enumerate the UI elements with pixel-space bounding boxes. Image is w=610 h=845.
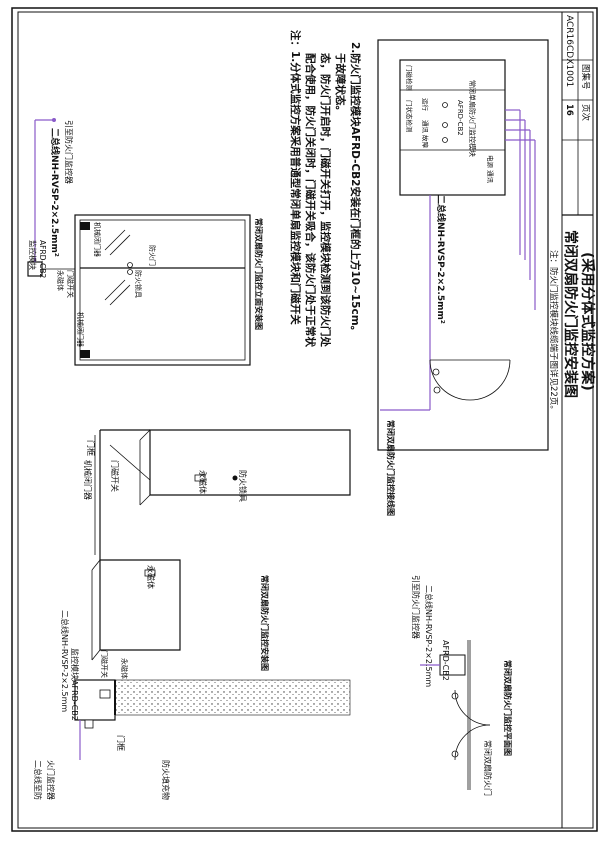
elevation-closer-left: 机械闭门器 — [76, 312, 85, 347]
atlas-value: ACR16CDX1001 — [564, 15, 574, 87]
title-line2: (采用分体式监控方案) — [579, 252, 596, 391]
title-line1: 常闭双扇防火门监控安装图 — [562, 230, 579, 398]
notes-block: 注：1.分体式监控方案采用普通型常闭单扇监控模块和门磁开关 配合使用，防火门关闭… — [289, 30, 362, 347]
page-value: 16 — [564, 104, 574, 116]
section-drawing — [74, 679, 351, 760]
section-to-monitor1: 二总线至防 — [33, 760, 43, 800]
outer-frame — [11, 7, 598, 832]
elevation-module-a: 监控模块 — [28, 240, 38, 270]
elevation-drawing — [27, 118, 251, 366]
iso-caption: 常闭双扇防火门监控安装图 — [260, 575, 270, 671]
plan-door: 常闭双扇防火门 — [483, 740, 493, 796]
wiring-cable: 二总线NH-RVSP-2×2.5mm² — [435, 195, 447, 324]
iso-magnet2: 永磁体 — [146, 565, 156, 589]
section-magnet: 永磁体 — [120, 658, 129, 679]
title-block: ACR16CDX1001 图集号 16 页次 常闭双扇防火门监控安装图 (采用分… — [561, 11, 596, 829]
wiring-drawing — [377, 39, 549, 451]
note-line2: 配合使用，防火门关闭时，门磁开关吸合，该防火门处于正常状 — [304, 53, 317, 347]
wiring-module-title2: 常闭单扇防火门监控模块 — [468, 80, 477, 157]
wiring-term-comm: 通讯 — [421, 120, 430, 134]
wiring-term-door-status: 门状态检测 — [405, 100, 414, 133]
note-line4: 于故障状态。 — [334, 53, 347, 116]
note-line1: 注：1.分体式监控方案采用普通型常闭单扇监控模块和门磁开关 — [289, 30, 302, 325]
elevation-cable-dest: 引至防火门监控器 — [64, 120, 74, 184]
section-module: 监控模块AFRD-CB2 — [70, 648, 80, 721]
section-cable: 二总线NH-RVSP-2×2.5mm — [60, 610, 70, 712]
elevation-fire-door: 防火门 — [148, 245, 157, 266]
plan-cable: 二总线NH-RVSP-2×2.5mm — [424, 585, 434, 687]
iso-lock: 防火锁具 — [238, 470, 248, 502]
section-to-monitor2: 火门监控器 — [46, 760, 56, 800]
wiring-term-door: 门磁检测 — [405, 65, 414, 92]
plan-drawing — [420, 640, 491, 790]
elevation-magnet: 永磁体 — [56, 270, 65, 291]
section-frame: 门框 — [116, 735, 126, 751]
iso-door-magnet: 门磁开关 — [110, 460, 120, 492]
iso-frame: 门框 — [86, 440, 96, 456]
page-label: 页次 — [580, 104, 591, 122]
section-door-magnet: 门磁开关 — [100, 650, 109, 678]
wiring-term-power: 电源 通讯 — [486, 155, 495, 184]
plan-caption: 常闭双扇防火门监控平面图 — [503, 660, 513, 756]
note-line3: 态，防火门开启时，门磁开关打开，监控模块检测到该防火门处 — [319, 53, 332, 347]
wiring-module-title1: AFRD-CB2 — [456, 100, 464, 136]
plan-dest: 引至防火门监控器 — [411, 575, 421, 639]
iso-closer: 机械闭门器 — [83, 460, 93, 500]
elevation-caption: 常闭双扇防火门监控立面安装图 — [254, 218, 264, 330]
wiring-module-box — [399, 59, 506, 196]
wiring-caption: 常闭双扇防火门监控接线图 — [386, 420, 396, 516]
plan-module-label: AFRD-CB2 — [441, 640, 450, 681]
iso-magnet1: 永磁体 — [198, 470, 208, 494]
note-line5: 2.防火门监控模块AFRD-CB2安装在门框的上方10~15cm。 — [349, 42, 362, 336]
elevation-door-magnet: 门磁开关 — [66, 270, 75, 298]
iso-drawing — [91, 429, 351, 661]
elevation-cable: 二总线NH-RVSP-2×2.5mm² — [49, 128, 61, 257]
elevation-handle: 防火锁具 — [134, 270, 143, 298]
elevation-module-b: AFRD-CB2 — [38, 240, 47, 279]
section-fill: 防火填充物 — [161, 760, 171, 800]
elevation-closer-right: 机械闭门器 — [93, 222, 102, 257]
wiring-term-run: 运行 — [421, 98, 430, 112]
wiring-term-fault: 故障 — [421, 135, 430, 149]
atlas-label: 图集号 — [580, 64, 591, 90]
bottom-note: 注：防火门监控模块线缆端子图详见22页。 — [548, 250, 559, 414]
